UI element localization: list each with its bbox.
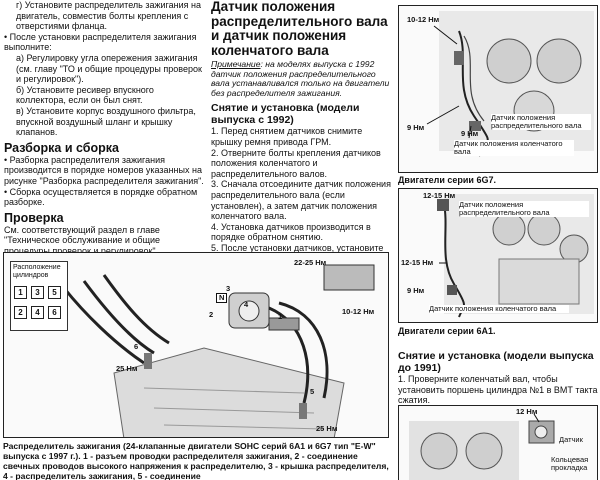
removal-step-1: 1. Перед снятием датчиков снимите крышку… — [211, 126, 363, 147]
after-install-b: б) Установите ресивер впускного коллекто… — [16, 84, 154, 106]
after-install-a: а) Регулировку угла опережения зажигания… — [16, 52, 202, 85]
cylinder-5: 5 — [48, 286, 61, 299]
left-column: г) Установите распределитель зажигания н… — [4, 0, 204, 256]
fig2-caption: Двигатели серии 6A1. — [398, 326, 496, 336]
torque-25-left: 25 Нм — [116, 364, 138, 373]
figure-sensor-bottom: 12 Нм Датчик Кольцевая прокладка — [398, 405, 598, 480]
fig2-crank-sensor-label: Датчик положения коленчатого вала — [429, 305, 569, 313]
fig3-torque: 12 Нм — [516, 407, 538, 416]
cylinder-2: 2 — [14, 306, 27, 319]
fig1-torque-top: 10-12 Нм — [407, 15, 440, 24]
marker-n: N — [216, 293, 228, 303]
fig2-torque-mid: 12-15 Нм — [401, 258, 434, 267]
fig1-crank-sensor-label: Датчик положения коленчатого вала — [454, 140, 574, 156]
callout-4: 4 — [244, 300, 249, 309]
disassembly-para-2: • Сборка осуществляется в порядке обратн… — [4, 186, 198, 208]
sensor-section-title: Датчик положения распределительного вала… — [211, 0, 388, 58]
fig2-torque-top: 12-15 Нм — [423, 191, 456, 200]
fig1-torque-a: 9 Нм — [407, 123, 425, 132]
fig1-torque-b: 9 Нм — [461, 129, 479, 138]
sensor-note: Примечание: на моделях выпуска с 1992 да… — [211, 59, 394, 98]
fig2-torque-a: 9 Нм — [407, 286, 425, 295]
disassembly-heading: Разборка и сборка — [4, 140, 119, 155]
cylinder-layout: Расположение цилиндров 1 3 5 2 4 6 — [10, 261, 68, 331]
cylinder-1: 1 — [14, 286, 27, 299]
figure-6a1: 12-15 Нм Датчик положения распределитель… — [398, 188, 598, 323]
removal-1991-step-1: 1. Проверните коленчатый вал, чтобы уста… — [398, 374, 598, 406]
check-heading: Проверка — [4, 210, 64, 225]
note-label: Примечание — [211, 59, 261, 69]
removal-step-4: 4. Установка датчиков производится в пор… — [211, 221, 371, 243]
removal-1991-heading: Снятие и установка (модели выпуска до 19… — [398, 350, 594, 374]
after-install-v: в) Установите корпус воздушного фильтра,… — [16, 105, 196, 138]
torque-25-right: 25 Нм — [316, 424, 338, 433]
fig3-sensor-label: Датчик — [559, 435, 583, 444]
removal-step-2: 2. Отверните болты крепления датчиков по… — [211, 147, 381, 179]
callout-2: 2 — [209, 310, 214, 319]
cylinder-4: 4 — [31, 306, 44, 319]
right-text: Снятие и установка (модели выпуска до 19… — [398, 346, 598, 406]
figure-6g7: 10-12 Нм Датчик положения распределитель… — [398, 5, 598, 173]
distributor-caption-text: Распределитель зажигания (24-клапанные д… — [3, 441, 389, 480]
sensor-bottom-drawing — [409, 413, 555, 480]
fig1-cam-sensor-label: Датчик положения распределительного вала — [491, 114, 591, 130]
disassembly-para-1: • Разборка распределителя зажигания прои… — [4, 154, 204, 186]
check-para: См. соответствующий раздел в главе "Техн… — [4, 224, 161, 256]
distributor-drawing — [62, 264, 375, 437]
after-install-line: • После установки распределителя зажиган… — [4, 31, 197, 53]
callout-1: 1 — [278, 312, 283, 321]
middle-column: Датчик положения распределительного вала… — [211, 0, 394, 264]
cylinder-6: 6 — [48, 306, 61, 319]
fig3-ring-label: Кольцевая прокладка — [551, 455, 589, 472]
note-text: : на моделях выпуска с 1992 датчик полож… — [211, 59, 390, 98]
callout-6: 6 — [134, 342, 139, 351]
fig2-cam-sensor-label: Датчик положения распределительного вала — [459, 201, 589, 217]
install-step-g: г) Установите распределитель зажигания н… — [16, 0, 201, 32]
callout-5: 5 — [310, 387, 315, 396]
torque-10-12: 10-12 Нм — [342, 307, 375, 316]
distributor-figure: Расположение цилиндров 1 3 5 2 4 6 22-25… — [3, 252, 389, 438]
callout-3: 3 — [226, 284, 231, 293]
fig1-caption: Двигатели серии 6G7. — [398, 175, 496, 185]
cylinder-layout-title: Расположение цилиндров — [13, 264, 61, 279]
distributor-caption: Распределитель зажигания (24-клапанные д… — [3, 441, 393, 480]
torque-22-25: 22-25 Нм — [294, 258, 327, 267]
removal-1992-heading: Снятие и установка (модели выпуска с 199… — [211, 102, 360, 127]
removal-step-3: 3. Сначала отсоедините датчик положения … — [211, 179, 391, 222]
cylinder-3: 3 — [31, 286, 44, 299]
